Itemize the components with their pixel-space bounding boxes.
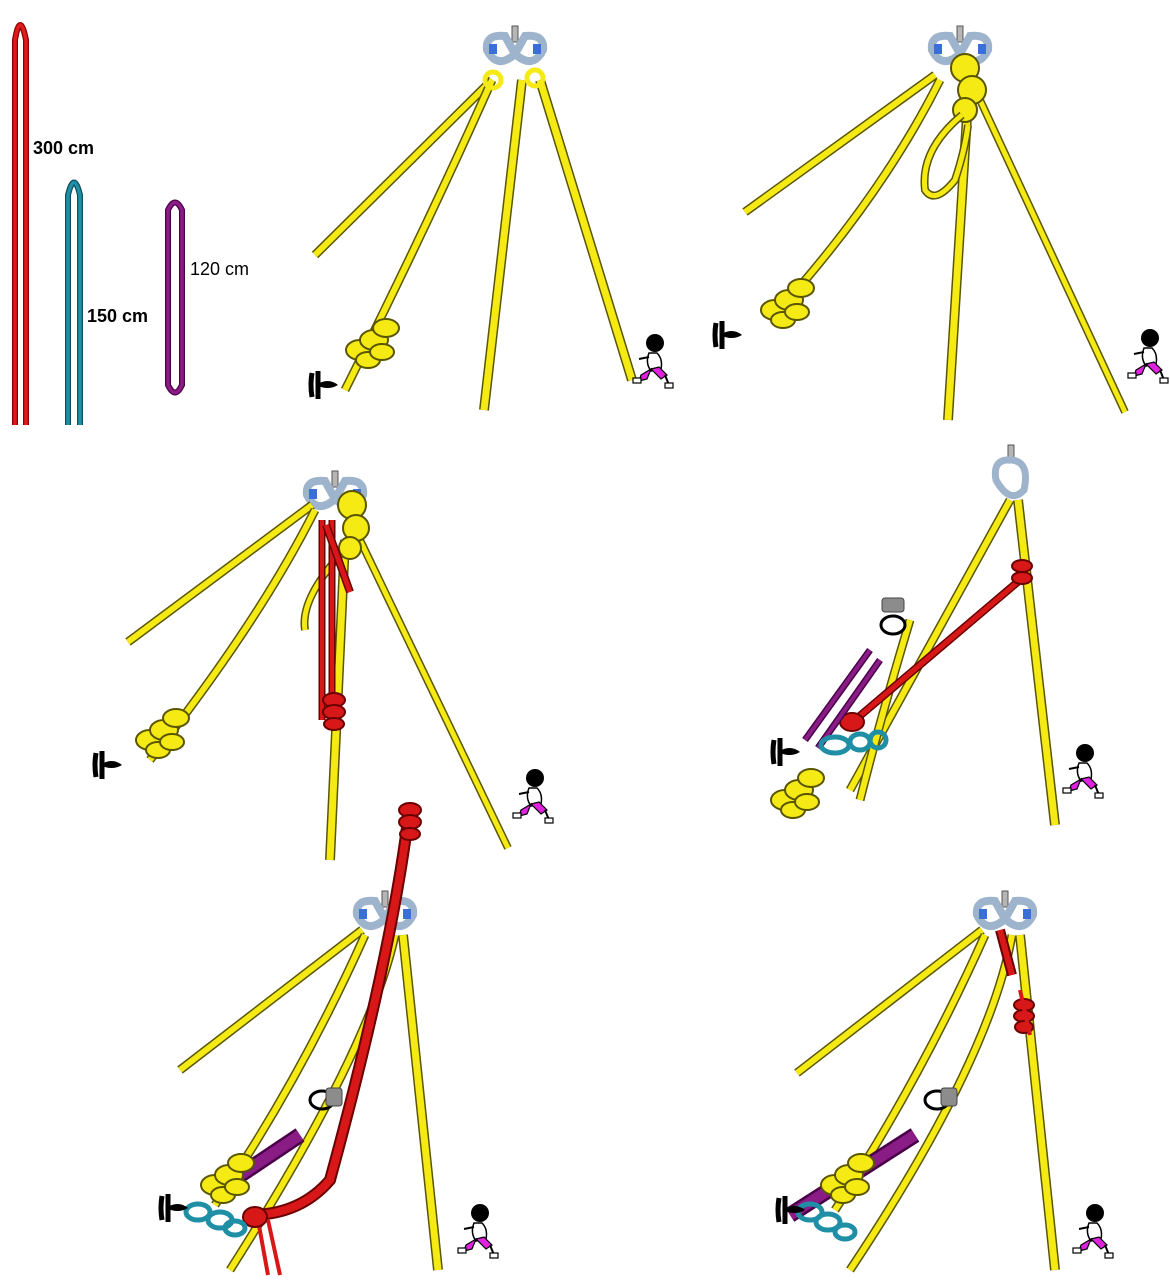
harness-icon [311, 371, 338, 399]
figure-eight-knot [135, 708, 190, 759]
anchor-carabiners [977, 891, 1033, 926]
panel-step-2 [715, 26, 1169, 421]
panel-step-5 [161, 802, 499, 1276]
red-sling [242, 802, 422, 1276]
harness-icon [715, 321, 742, 349]
climber-icon [1072, 1203, 1114, 1259]
label-150cm: 150 cm [87, 306, 149, 326]
climber-icon [632, 333, 674, 389]
panel-step-1 [311, 26, 674, 411]
figure-eight-knot [770, 768, 825, 819]
red-sling [995, 928, 1035, 1036]
climber-icon [512, 768, 554, 824]
label-300cm: 300 cm [33, 138, 95, 158]
red-sling [839, 559, 1033, 732]
panel-step-3 [95, 471, 554, 861]
climber-icon [1127, 328, 1169, 384]
panel-step-4 [770, 444, 1104, 826]
purple-sling [802, 647, 883, 751]
legend-sling-300cm [12, 22, 29, 425]
mule-knot [920, 53, 987, 200]
legend-sling-150cm [65, 179, 83, 425]
legend-sling-120cm [165, 199, 185, 396]
figure-eight-knot [760, 278, 815, 329]
harness-icon [161, 1194, 188, 1222]
red-sling [318, 520, 354, 731]
figure-eight-knot [345, 318, 400, 369]
belay-device [923, 1087, 958, 1111]
label-120cm: 120 cm [190, 259, 250, 279]
teal-sling [795, 1201, 858, 1242]
anchor-carabiner [991, 444, 1029, 500]
belay-device [308, 1087, 343, 1111]
teal-sling [818, 729, 889, 756]
anchor-carabiners [487, 26, 543, 61]
harness-icon [773, 738, 800, 766]
belay-device [879, 597, 907, 636]
panel-step-6 [778, 891, 1114, 1273]
teal-sling [183, 1201, 248, 1238]
anchor-carabiners [357, 891, 413, 926]
climber-icon [1062, 743, 1104, 799]
climber-icon [457, 1203, 499, 1259]
harness-icon [95, 751, 122, 779]
